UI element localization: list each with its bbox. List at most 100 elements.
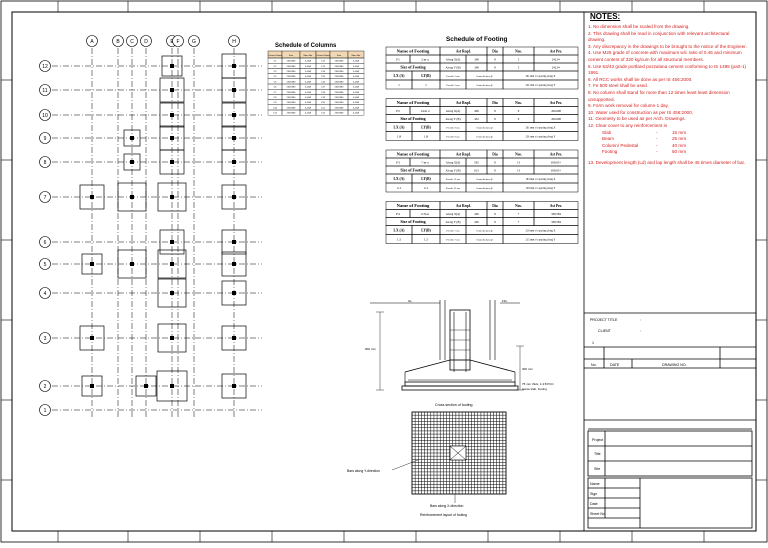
column-cell: C21	[321, 107, 326, 109]
footing-1	[81, 375, 103, 397]
svg-text:LY(B): LY(B)	[421, 74, 431, 78]
svg-text:Provide 9 nos: Provide 9 nos	[446, 126, 459, 129]
column-cell: 4-16Ø	[305, 66, 311, 68]
svg-text:8: 8	[494, 65, 496, 69]
grid-bubble-F: F	[172, 35, 184, 47]
svg-text:206: 206	[474, 220, 479, 224]
svg-text:8 mm dia bars @: 8 mm dia bars @	[476, 84, 493, 87]
grid-bubble-8: 8	[39, 156, 51, 168]
svg-text:6: 6	[44, 240, 47, 246]
svg-text:8 mm dia bars @: 8 mm dia bars @	[476, 126, 493, 129]
grid-bubble-2: 2	[39, 380, 51, 392]
column-cell: 4-16Ø	[353, 113, 359, 115]
section-depth-dim: 300 mm	[522, 367, 533, 371]
svg-text:LX (A): LX (A)	[394, 228, 406, 232]
svg-text:G: G	[192, 39, 196, 45]
column-cell: 4-16Ø	[353, 81, 359, 83]
footing-18	[157, 182, 187, 212]
svg-text:198: 198	[474, 65, 479, 69]
column-cell: 250X380	[287, 107, 297, 109]
column-cell: C18	[321, 92, 326, 94]
grid-bubble-5: 5	[39, 258, 51, 270]
note-7: 7. Fe 500 steel shall be used.	[588, 83, 649, 89]
footing-cross-section	[370, 300, 524, 391]
svg-text:Ast Pro.: Ast Pro.	[550, 204, 563, 208]
svg-text:8 mm dia bars @: 8 mm dia bars @	[476, 238, 493, 241]
svg-text:198: 198	[474, 57, 479, 61]
svg-text:Along Y (B): Along Y (B)	[446, 220, 461, 224]
footing-2	[135, 375, 157, 397]
column-cell: 4-16Ø	[305, 102, 311, 104]
column-cell: C7	[274, 92, 278, 94]
cover-row: Footing-50 mm	[602, 149, 687, 155]
note-11: 11. Geometry to be used as per Arch. Dra…	[588, 116, 686, 122]
svg-text:Size of Footing: Size of Footing	[400, 64, 425, 69]
svg-text:2.1: 2.1	[397, 186, 402, 190]
column-cell: 250X380	[287, 81, 297, 83]
footing-5	[79, 325, 105, 351]
svg-text:LY(B): LY(B)	[421, 177, 431, 181]
column-cell: C9	[274, 102, 278, 104]
column-cell: C17	[321, 87, 326, 89]
column-cell: 4-16Ø	[305, 97, 311, 99]
grid-bubble-11: 11	[39, 84, 51, 96]
svg-text:456.608: 456.608	[551, 109, 561, 113]
footing-20	[123, 153, 141, 171]
svg-text:F1: F1	[396, 57, 400, 61]
footing-15	[221, 229, 247, 255]
column-cell: 4-16Ø	[305, 113, 311, 115]
svg-text:Size: Size	[337, 55, 342, 57]
svg-text:LX (A): LX (A)	[394, 74, 406, 78]
mesh-labels: Bars along Y-direction Bars along X-dire…	[347, 469, 467, 517]
reinforcement-layout	[391, 411, 507, 503]
svg-text:13: 13	[517, 160, 521, 164]
svg-text:Dia: Dia	[492, 49, 498, 53]
svg-text:9: 9	[518, 117, 520, 121]
svg-text:Name of Footing: Name of Footing	[397, 151, 430, 156]
footing-25	[221, 125, 247, 151]
grid-bubble-B: B	[112, 35, 124, 47]
column-cell: 4-16Ø	[305, 71, 311, 73]
svg-text:242.9+: 242.9+	[552, 65, 561, 69]
note-6: 6. All RCC works shall be done as per IS…	[588, 76, 693, 82]
svg-text:1: 1	[425, 83, 427, 87]
svg-text:7: 7	[518, 212, 520, 216]
svg-text:Ast Reqd.: Ast Reqd.	[456, 49, 471, 53]
notes-list: 1. No dimension shall be scaled from the…	[588, 24, 748, 130]
svg-text:1: 1	[398, 83, 400, 87]
column-cell: 4-16Ø	[353, 87, 359, 89]
svg-text:201 mm c/c spacing along Y: 201 mm c/c spacing along Y	[526, 84, 556, 87]
svg-text:Bars along Y-direction: Bars along Y-direction	[347, 469, 380, 473]
svg-text:H: H	[232, 39, 236, 45]
column-cell: 250X380	[287, 76, 297, 78]
svg-text:1: 1	[44, 408, 47, 414]
footing-8	[157, 278, 187, 308]
note-8: 8. No column shall stand for more than 1…	[588, 89, 730, 102]
svg-text:4: 4	[44, 291, 47, 297]
svg-text:8: 8	[494, 212, 496, 216]
svg-text:5: 5	[44, 262, 47, 268]
column-cell: 250X380	[287, 66, 297, 68]
footing-31	[221, 53, 247, 79]
footing-14	[159, 229, 185, 255]
svg-text:5: 5	[518, 57, 520, 61]
note-10: 10. Water used for construction as per I…	[588, 109, 694, 115]
svg-text:2 Nos: 2 Nos	[421, 212, 430, 216]
svg-text:Nos.: Nos.	[515, 101, 522, 105]
svg-text:8: 8	[494, 160, 496, 164]
column-cell: C16	[321, 81, 326, 83]
svg-text:75 mm thick, 1:4:8 PCC: 75 mm thick, 1:4:8 PCC	[522, 382, 555, 386]
column-cell: 4-16Ø	[353, 102, 359, 104]
column-cell: 250X380	[335, 81, 345, 83]
svg-text:8: 8	[494, 117, 496, 121]
svg-text:9: 9	[518, 109, 520, 113]
svg-text:Provide 7 nos: Provide 7 nos	[446, 238, 459, 241]
column-cell: C15	[321, 76, 326, 78]
svg-text:Column Name: Column Name	[316, 55, 331, 57]
svg-text:Date: Date	[590, 502, 598, 506]
svg-text:7 m x: 7 m x	[421, 160, 429, 164]
column-cell: C22	[321, 113, 326, 115]
svg-text:8 mm dia bars @: 8 mm dia bars @	[476, 187, 493, 190]
grid-bubble-D: D	[140, 35, 152, 47]
